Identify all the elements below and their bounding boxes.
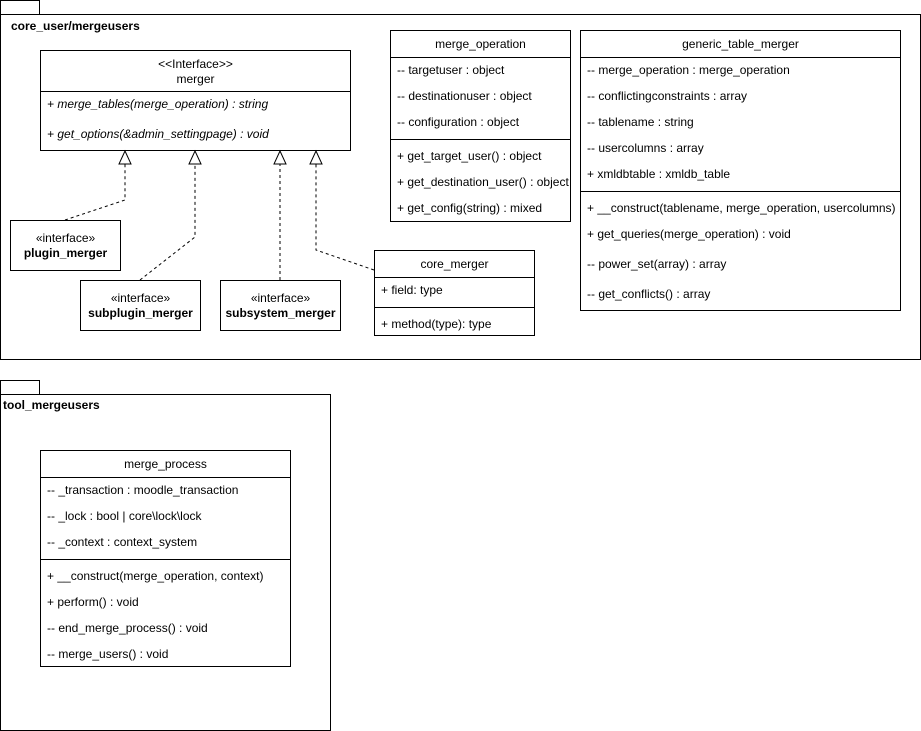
generic-table-merger-field: -- merge_operation : merge_operation (587, 63, 790, 77)
generic-table-merger-field: + xmldbtable : xmldb_table (587, 167, 731, 181)
plugin-merger-interface[interactable]: «interface» plugin_merger (10, 220, 121, 271)
subsystem-merger-stereotype: «interface» (250, 291, 311, 305)
merge-process-field: -- _lock : bool | core\lock\lock (47, 509, 202, 523)
core-merger-class[interactable]: core_merger + field: type + method(type)… (374, 250, 535, 336)
merger-name: merger (176, 72, 215, 86)
generic-table-merger-separator (581, 57, 900, 58)
merge-process-method: + perform() : void (47, 595, 139, 609)
merge-operation-method: + get_target_user() : object (397, 149, 542, 163)
generic-table-merger-field: -- conflictingconstraints : array (587, 89, 748, 103)
subsystem-merger-name: subsystem_merger (225, 306, 336, 320)
merger-interface[interactable]: <<Interface>> merger + merge_tables(merg… (40, 50, 351, 151)
merge-operation-class[interactable]: merge_operation -- targetuser : object -… (390, 30, 571, 222)
core-merger-name: core_merger (420, 257, 489, 271)
core-merger-realization-arrowhead (309, 149, 323, 165)
generic-table-merger-method: + get_queries(merge_operation) : void (587, 227, 791, 241)
merge-process-method: -- merge_users() : void (47, 647, 169, 661)
package-tool-tab (0, 380, 40, 395)
merge-operation-method: + get_config(string) : mixed (397, 201, 543, 215)
merge-operation-field: -- configuration : object (397, 115, 520, 129)
generic-table-merger-method: -- get_conflicts() : array (587, 287, 711, 301)
merger-header: <<Interface>> merger (41, 57, 350, 87)
core-merger-realization-edge (315, 164, 375, 271)
core-merger-field: + field: type (381, 283, 443, 297)
subplugin-merger-realization-edge (139, 164, 196, 281)
generic-table-merger-field: -- tablename : string (587, 115, 694, 129)
merge-process-separator (41, 559, 290, 560)
subplugin-merger-name: subplugin_merger (88, 306, 193, 320)
generic-table-merger-method: -- power_set(array) : array (587, 257, 727, 271)
subplugin-merger-stereotype: «interface» (110, 291, 171, 305)
plugin-merger-header: «interface» plugin_merger (11, 231, 120, 261)
subsystem-merger-header: «interface» subsystem_merger (221, 291, 340, 321)
package-core-tab (0, 0, 40, 15)
subsystem-merger-realization-arrowhead (273, 149, 287, 165)
merge-process-field: -- _transaction : moodle_transaction (47, 483, 239, 497)
merge-process-method: -- end_merge_process() : void (47, 621, 208, 635)
plugin-merger-name: plugin_merger (23, 246, 108, 260)
core-merger-separator (375, 277, 534, 278)
merge-process-separator (41, 477, 290, 478)
merge-operation-field: -- targetuser : object (397, 63, 505, 77)
plugin-merger-realization-edge (64, 164, 126, 221)
package-tool-title: tool_mergeusers (3, 398, 100, 412)
merge-operation-separator (391, 57, 570, 58)
subplugin-merger-header: «interface» subplugin_merger (81, 291, 200, 321)
subplugin-merger-realization-arrowhead (188, 149, 202, 165)
merge-operation-separator (391, 139, 570, 140)
merge-process-name: merge_process (124, 457, 207, 471)
generic-table-merger-separator (581, 191, 900, 192)
core-merger-separator (375, 307, 534, 308)
merger-separator (41, 91, 350, 92)
merger-stereotype: <<Interface>> (158, 57, 233, 71)
generic-table-merger-class[interactable]: generic_table_merger -- merge_operation … (580, 30, 901, 311)
merge-process-field: -- _context : context_system (47, 535, 198, 549)
package-core-title: core_user/mergeusers (11, 19, 140, 33)
plugin-merger-stereotype: «interface» (35, 231, 96, 245)
merger-method: + merge_tables(merge_operation) : string (47, 97, 269, 111)
merger-method: + get_options(&admin_settingpage) : void (47, 127, 269, 141)
core-merger-method: + method(type): type (381, 317, 492, 331)
merge-process-method: + __construct(merge_operation, context) (47, 569, 264, 583)
subsystem-merger-interface[interactable]: «interface» subsystem_merger (220, 280, 341, 331)
generic-table-merger-name: generic_table_merger (682, 37, 799, 51)
subplugin-merger-interface[interactable]: «interface» subplugin_merger (80, 280, 201, 331)
merge-process-class[interactable]: merge_process -- _transaction : moodle_t… (40, 450, 291, 667)
generic-table-merger-field: -- usercolumns : array (587, 141, 704, 155)
merge-operation-field: -- destinationuser : object (397, 89, 532, 103)
merge-operation-method: + get_destination_user() : object (397, 175, 569, 189)
plugin-merger-realization-arrowhead (118, 149, 132, 165)
generic-table-merger-method: + __construct(tablename, merge_operation… (587, 201, 896, 215)
merge-operation-name: merge_operation (435, 37, 526, 51)
